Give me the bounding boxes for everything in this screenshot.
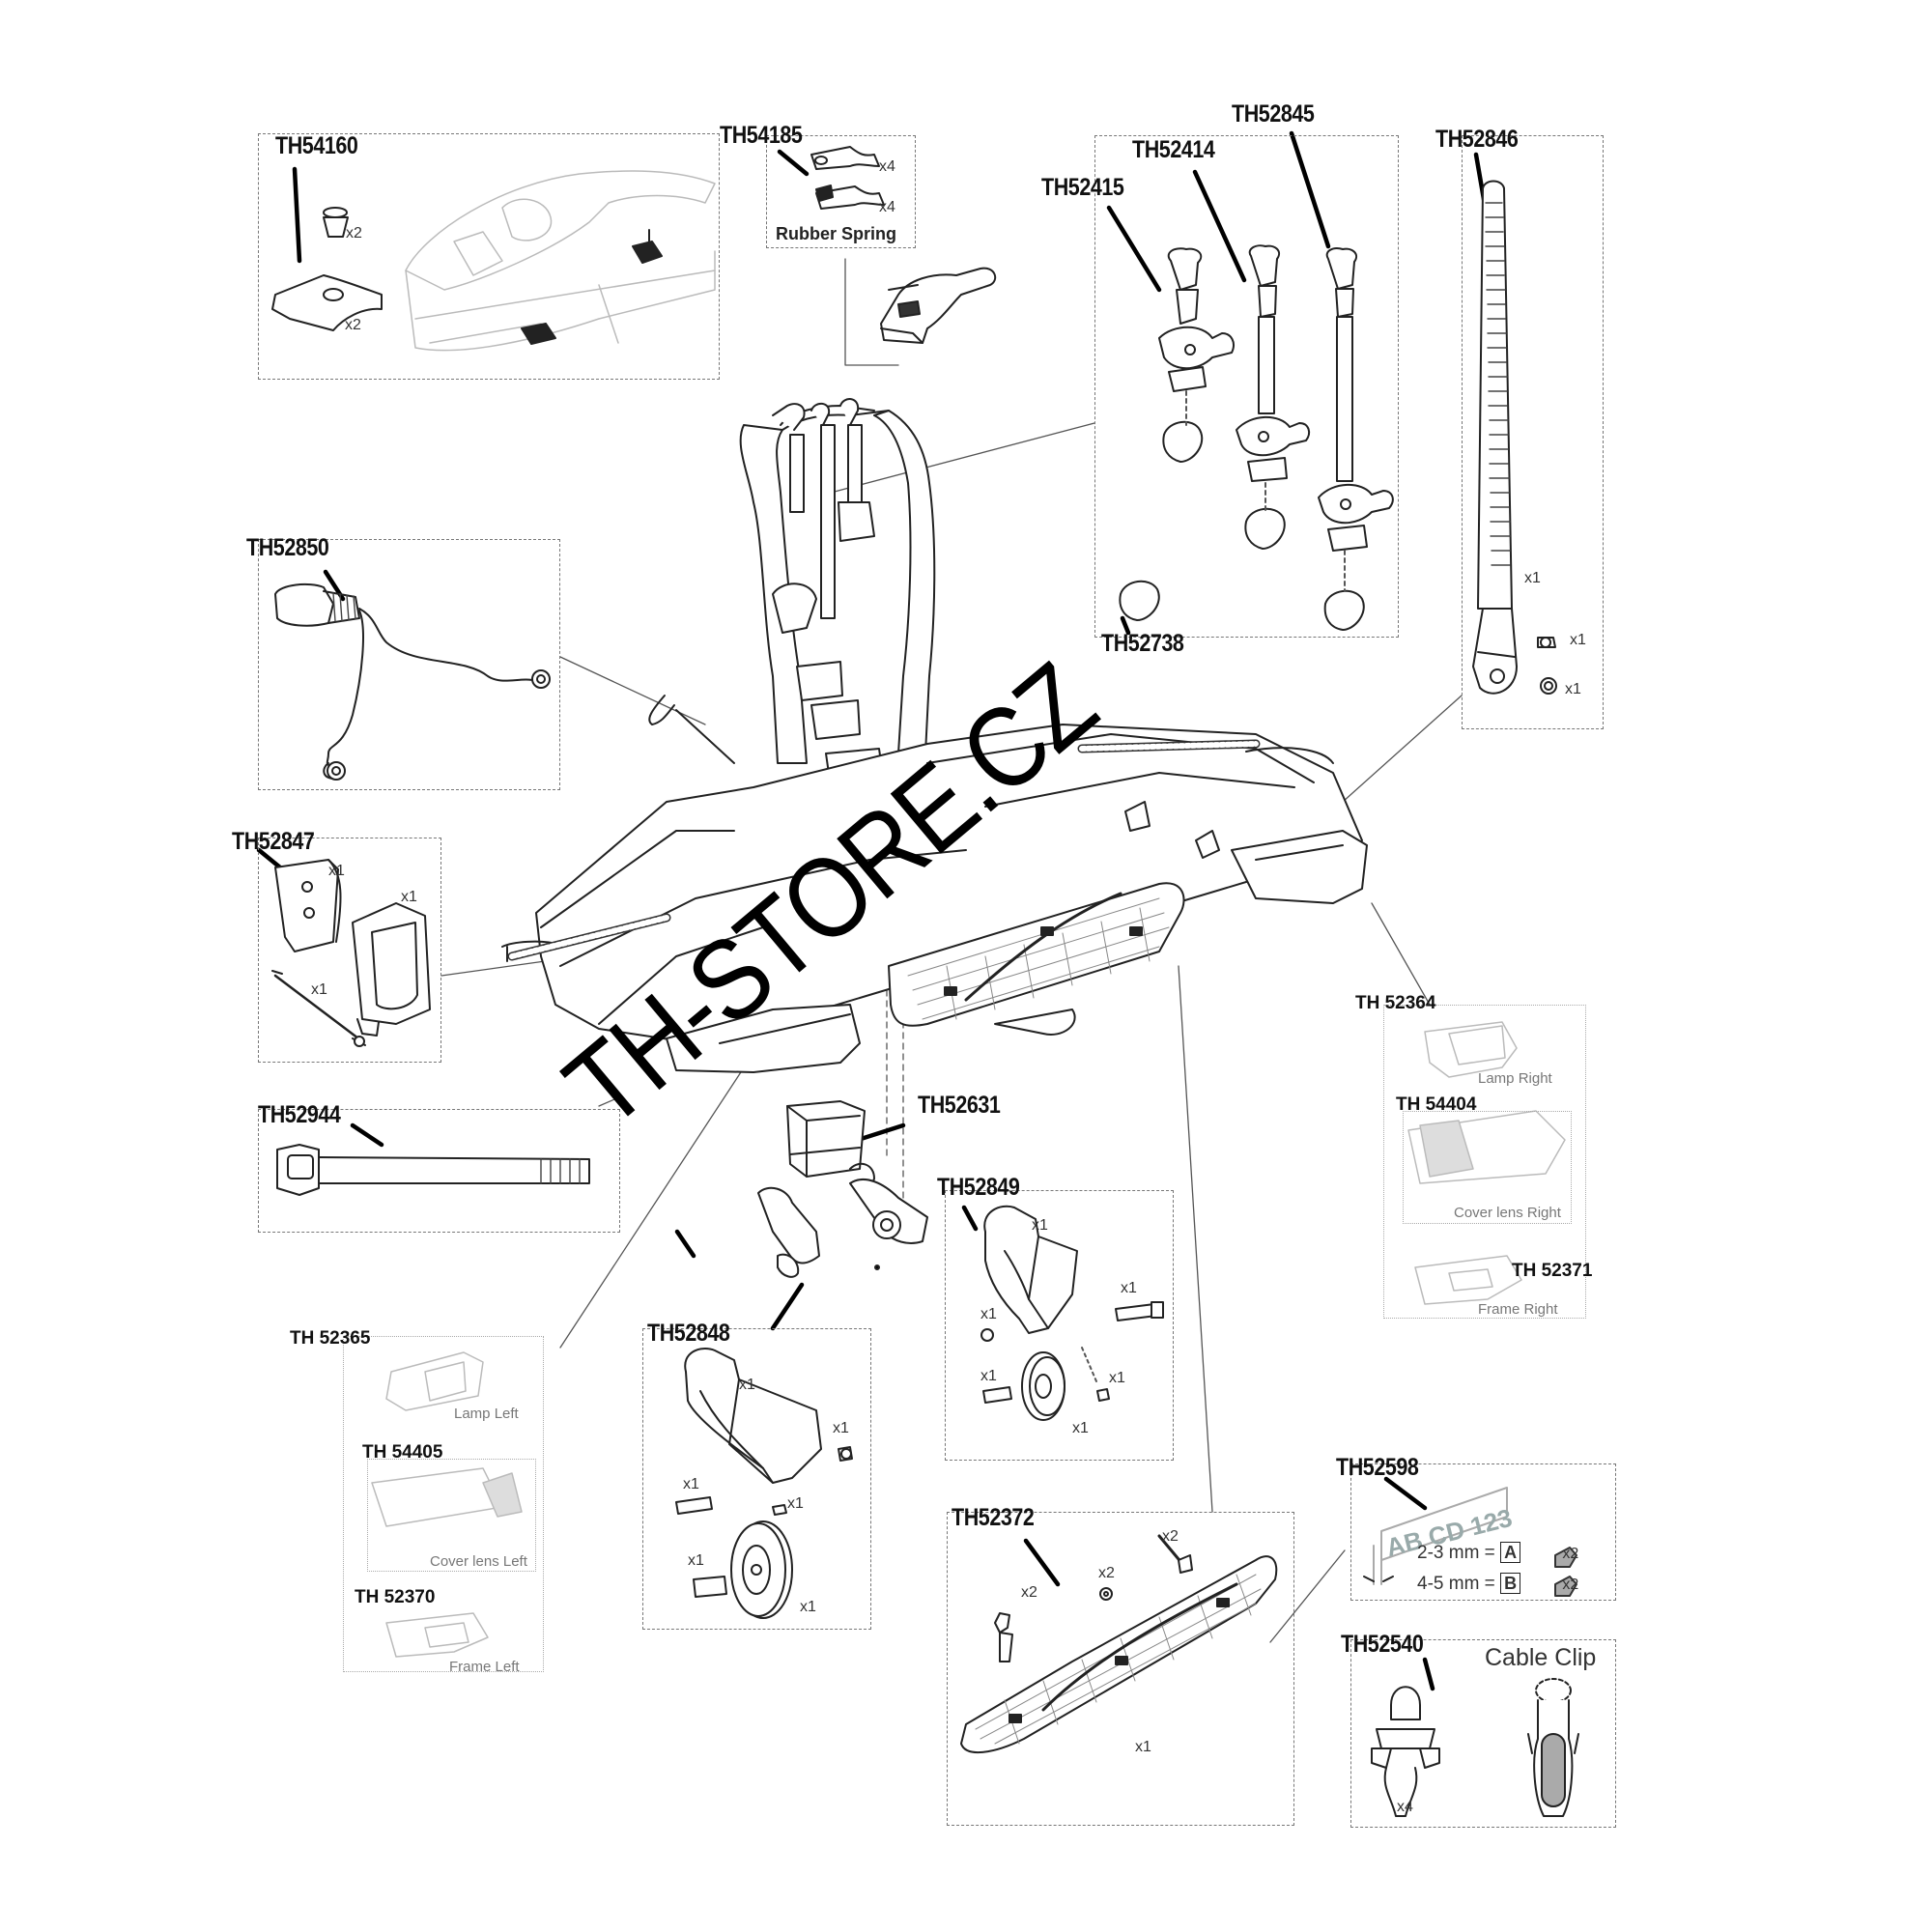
label-th52598: TH52598 [1336, 1454, 1419, 1481]
caption-cover-right: Cover lens Right [1454, 1205, 1561, 1221]
pointer-lines [256, 130, 1488, 1691]
qty-th52372-b: x2 [1098, 1565, 1115, 1581]
qty-th52848-c: x1 [683, 1476, 699, 1492]
caption-rubber-spring: Rubber Spring [776, 224, 896, 243]
box-th52944 [258, 1109, 620, 1233]
size-letter-b: B [1500, 1573, 1521, 1594]
label-th52415: TH52415 [1041, 174, 1124, 201]
caption-lamp-left: Lamp Left [454, 1406, 519, 1422]
qty-th52848-a: x1 [739, 1377, 755, 1393]
label-th52845: TH52845 [1232, 100, 1315, 128]
label-th52846: TH52846 [1435, 126, 1519, 153]
box-th52848 [642, 1328, 871, 1630]
qty-th54160-screw: x2 [346, 225, 362, 242]
caption-frame-left: Frame Left [449, 1659, 520, 1675]
qty-th54160-pad: x2 [345, 317, 361, 333]
label-th52849: TH52849 [937, 1174, 1020, 1201]
box-th54185 [766, 135, 916, 248]
size-row-b: 4-5 mm = B x2 [1417, 1573, 1578, 1595]
qty-th52372-a: x2 [1162, 1528, 1179, 1545]
size-row-b-label: 4-5 mm = [1417, 1574, 1495, 1594]
qty-th52372-c: x2 [1021, 1584, 1037, 1601]
label-th52365: TH 52365 [290, 1328, 371, 1349]
qty-th52847-c: x1 [311, 981, 327, 998]
label-th54404: TH 54404 [1396, 1094, 1477, 1115]
qty-th52847-b: x1 [401, 889, 417, 905]
qty-th52846-strap: x1 [1524, 570, 1541, 586]
box-th52846 [1462, 135, 1604, 729]
qty-th52849-b: x1 [1121, 1280, 1137, 1296]
qty-th52849-e: x1 [1109, 1370, 1125, 1386]
qty-th52540: x4 [1397, 1799, 1413, 1815]
box-cover-left [367, 1459, 536, 1572]
size-row-a: 2-3 mm = A x2 [1417, 1542, 1578, 1564]
box-lights-left [343, 1336, 544, 1672]
caption-lamp-right: Lamp Right [1478, 1070, 1552, 1087]
qty-th54185-b: x4 [879, 199, 895, 215]
qty-th52848-f: x1 [800, 1599, 816, 1615]
label-th52847: TH52847 [232, 828, 315, 855]
label-th52364: TH 52364 [1355, 993, 1436, 1013]
size-row-a-qty: x2 [1562, 1546, 1579, 1562]
qty-th52372-d: x1 [1135, 1739, 1151, 1755]
box-th54160 [258, 133, 720, 380]
label-th52371: TH 52371 [1512, 1261, 1593, 1281]
label-th52540: TH52540 [1341, 1631, 1424, 1658]
qty-th52846-screw: x1 [1570, 632, 1586, 648]
qty-th52848-e: x1 [688, 1552, 704, 1569]
qty-th52848-b: x1 [833, 1420, 849, 1436]
label-th52372: TH52372 [952, 1504, 1035, 1531]
box-th52415-group [1094, 135, 1399, 638]
qty-th52848-d: x1 [787, 1495, 804, 1512]
qty-th52849-a: x1 [1032, 1217, 1048, 1234]
caption-cable-clip: Cable Clip [1485, 1644, 1597, 1671]
qty-th52849-d: x1 [980, 1368, 997, 1384]
box-th52540 [1350, 1639, 1616, 1828]
size-row-b-qty: x2 [1562, 1577, 1579, 1593]
label-th52944: TH52944 [258, 1101, 341, 1128]
label-th52631: TH52631 [918, 1092, 1001, 1119]
box-cover-right [1403, 1111, 1572, 1224]
caption-cover-left: Cover lens Left [430, 1553, 527, 1570]
label-th54185: TH54185 [720, 122, 803, 149]
size-row-a-label: 2-3 mm = [1417, 1543, 1495, 1563]
qty-th52846-washer: x1 [1565, 681, 1581, 697]
caption-frame-right: Frame Right [1478, 1301, 1558, 1318]
qty-th52847-a: x1 [328, 863, 345, 879]
qty-th54185-a: x4 [879, 158, 895, 175]
qty-th52849-c: x1 [980, 1306, 997, 1322]
label-th52850: TH52850 [246, 534, 329, 561]
label-th52738: TH52738 [1101, 630, 1184, 657]
label-th54160: TH54160 [275, 132, 358, 159]
label-th52370: TH 52370 [355, 1587, 436, 1607]
label-th54405: TH 54405 [362, 1442, 443, 1463]
box-th52598 [1350, 1463, 1616, 1601]
box-th52847 [258, 838, 441, 1063]
box-th52849 [945, 1190, 1174, 1461]
label-th52848: TH52848 [647, 1320, 730, 1347]
label-th52414: TH52414 [1132, 136, 1215, 163]
leader-lines [440, 258, 1463, 1643]
size-letter-a: A [1500, 1542, 1521, 1563]
box-th52372 [947, 1512, 1294, 1826]
box-lights-right [1383, 1005, 1586, 1319]
qty-th52849-f: x1 [1072, 1420, 1089, 1436]
box-th52850 [258, 539, 560, 790]
